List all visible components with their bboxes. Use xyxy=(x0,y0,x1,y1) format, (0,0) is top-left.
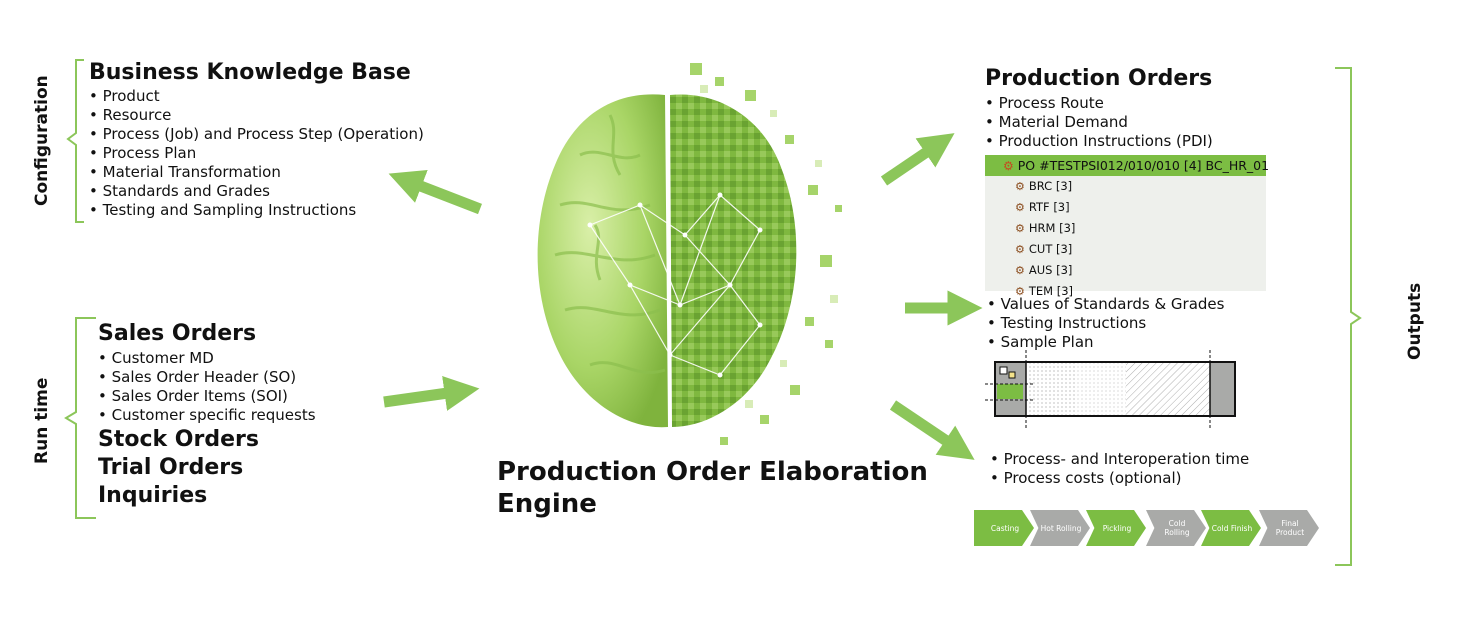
po-tree: ⚙PO #TESTPSI012/010/010 [4] BC_HR_01 ⚙BR… xyxy=(985,155,1270,298)
arrow-to-knowledge-base xyxy=(388,169,482,215)
list-item: Process- and Interoperation time xyxy=(990,450,1250,469)
other-orders: Stock Orders Trial Orders Inquiries xyxy=(98,426,259,510)
production-orders-title: Production Orders xyxy=(985,66,1213,91)
process-step-final-product: Final Product xyxy=(1259,510,1319,546)
stock-orders-label: Stock Orders xyxy=(98,427,259,452)
outputs-bracket xyxy=(1335,67,1362,566)
process-step-pickling: Pickling xyxy=(1086,510,1146,546)
process-step-hot-rolling: Hot Rolling xyxy=(1030,510,1090,546)
engine-title-line2: Engine xyxy=(497,489,597,519)
list-item: Process costs (optional) xyxy=(990,469,1249,488)
outputs-label: Outputs xyxy=(1405,282,1425,360)
knowledge-base-title: Business Knowledge Base xyxy=(89,60,411,85)
po-tree-item-label: BRC [3] xyxy=(1028,179,1073,193)
list-item: Customer MD xyxy=(98,349,316,368)
sales-orders-title: Sales Orders xyxy=(98,321,257,346)
gear-icon: ⚙ xyxy=(1015,243,1025,256)
po-tree-item[interactable]: ⚙HRM [3] xyxy=(985,218,1266,239)
po-tree-item-label: AUS [3] xyxy=(1028,263,1073,277)
gear-icon: ⚙ xyxy=(1015,180,1025,193)
process-time-list: Process- and Interoperation time Process… xyxy=(990,450,1250,488)
engine-title-line1: Production Order Elaboration xyxy=(497,457,928,487)
po-tree-item[interactable]: ⚙AUS [3] xyxy=(985,260,1266,281)
po-tree-item[interactable]: ⚙RTF [3] xyxy=(985,197,1266,218)
brain-illustration xyxy=(537,63,842,445)
sales-orders-list: Customer MD Sales Order Header (SO) Sale… xyxy=(98,349,316,425)
gear-icon: ⚙ xyxy=(1003,159,1014,173)
list-item: Values of Standards & Grades xyxy=(987,295,1225,314)
list-item: Process Plan xyxy=(89,144,424,163)
arrow-to-process-time xyxy=(889,400,975,460)
po-tree-header-label: PO #TESTPSI012/010/010 [4] BC_HR_01 xyxy=(1017,158,1270,173)
inquiries-label: Inquiries xyxy=(98,483,208,508)
trial-orders-label: Trial Orders xyxy=(98,455,244,480)
list-item: Customer specific requests xyxy=(98,406,316,425)
arrow-from-sales-orders xyxy=(383,376,480,411)
gear-icon: ⚙ xyxy=(1015,222,1025,235)
list-item: Production Instructions (PDI) xyxy=(985,132,1213,151)
list-item: Resource xyxy=(89,106,424,125)
process-step-cold-finish: Cold Finish xyxy=(1201,510,1261,546)
list-item: Material Transformation xyxy=(89,163,424,182)
sample-plan-graphic xyxy=(985,350,1236,430)
list-item: Testing Instructions xyxy=(987,314,1224,333)
list-item: Sales Order Header (SO) xyxy=(98,368,316,387)
po-tree-item-label: HRM [3] xyxy=(1028,221,1076,235)
left-brackets xyxy=(64,59,96,519)
list-item: Process (Job) and Process Step (Operatio… xyxy=(89,125,424,144)
list-item: Process Route xyxy=(985,94,1213,113)
process-step-cold-rolling: Cold Rolling xyxy=(1146,510,1206,546)
list-item: Material Demand xyxy=(985,113,1213,132)
arrow-to-production-orders xyxy=(880,133,955,186)
gear-icon: ⚙ xyxy=(1015,285,1025,298)
production-orders-list: Process Route Material Demand Production… xyxy=(985,94,1213,151)
gear-icon: ⚙ xyxy=(1015,201,1025,214)
list-item: Sample Plan xyxy=(987,333,1224,352)
po-tree-item[interactable]: ⚙CUT [3] xyxy=(985,239,1266,260)
process-step-casting: Casting xyxy=(974,510,1034,546)
standards-testing-list: Values of Standards & Grades Testing Ins… xyxy=(987,295,1225,352)
list-item: Product xyxy=(89,87,424,106)
knowledge-base-list: Product Resource Process (Job) and Proce… xyxy=(89,87,424,220)
po-tree-header[interactable]: ⚙PO #TESTPSI012/010/010 [4] BC_HR_01 xyxy=(985,155,1270,176)
engine-title: Production Order Elaboration Engine xyxy=(497,456,928,520)
list-item: Sales Order Items (SOI) xyxy=(98,387,316,406)
po-tree-item-label: RTF [3] xyxy=(1028,200,1070,214)
po-tree-item-label: CUT [3] xyxy=(1028,242,1073,256)
list-item: Standards and Grades xyxy=(89,182,424,201)
po-tree-item[interactable]: ⚙BRC [3] xyxy=(985,176,1266,197)
list-item: Testing and Sampling Instructions xyxy=(89,201,424,220)
gear-icon: ⚙ xyxy=(1015,264,1025,277)
